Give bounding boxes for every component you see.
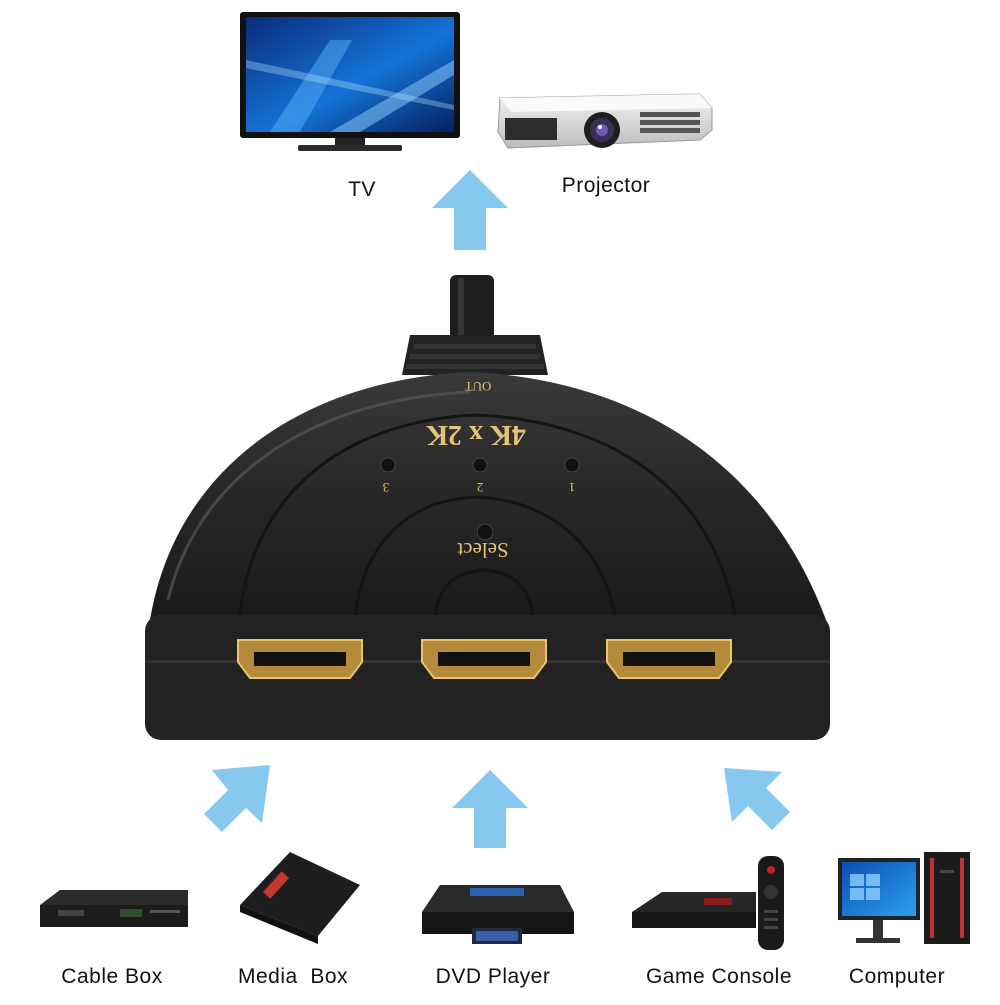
input-arrow-center [452,770,528,848]
game-console-image [632,856,784,950]
dvd-player-image [422,885,574,944]
led-label-1: 1 [569,480,576,495]
media-box-image [240,852,360,944]
game-console-label: Game Console [645,965,793,988]
input-arrow-left [204,765,270,832]
cable-box-image [40,890,188,927]
projector-image [497,93,713,149]
led-1 [564,457,580,473]
led-label-3: 3 [383,480,390,495]
input-arrow-right [724,768,790,830]
hdmi-port-2 [421,639,547,679]
hdmi-cable [450,275,494,345]
hdmi-port-3 [606,639,732,679]
led-2 [472,457,488,473]
dvd-player-label: DVD Player [435,965,551,988]
hdmi-switch: OUT 4K x 2K Select 3 2 1 [145,335,830,740]
cable-box-label: Cable Box [61,965,163,988]
led-3 [380,457,396,473]
hdmi-port-1 [237,639,363,679]
output-arrow [432,170,508,250]
led-label-2: 2 [477,480,484,495]
tv-label: TV [348,178,376,201]
computer-label: Computer [848,965,946,988]
out-label: OUT [465,379,492,394]
computer-image [838,852,970,944]
projector-label: Projector [561,174,651,197]
resolution-label: 4K x 2K [426,419,526,450]
select-label: Select [457,538,508,562]
media-box-label: Media Box [237,965,349,988]
select-button [476,523,494,541]
tv-image [240,12,460,151]
